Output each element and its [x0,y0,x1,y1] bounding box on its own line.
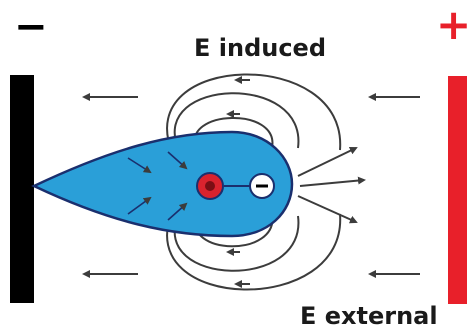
label-e-external: E external [300,302,438,330]
positive-charge-icon [197,173,223,199]
minus-sign: − [14,4,48,50]
label-e-induced: E induced [194,34,326,62]
negative-plate [10,75,34,303]
plus-sign: + [436,0,467,49]
negative-charge-icon [250,174,274,198]
tip-field-lines [298,148,364,222]
positive-plate [448,76,467,304]
